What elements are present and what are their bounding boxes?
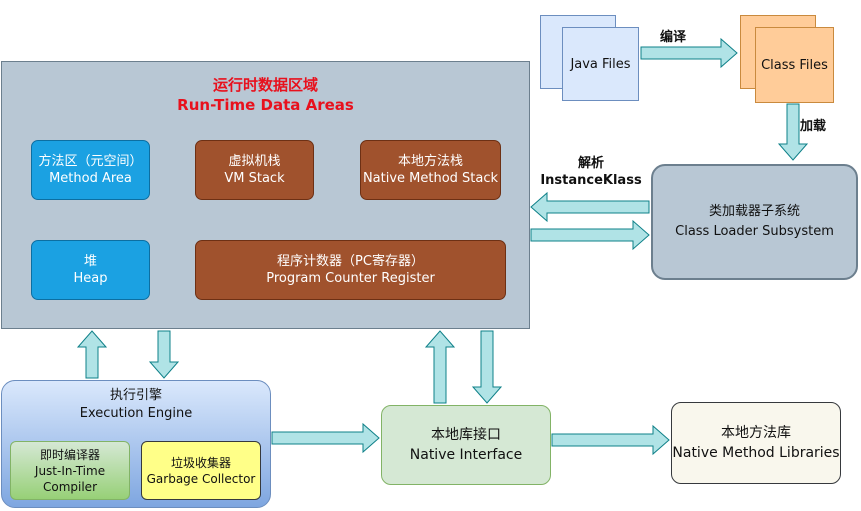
arrow-load [777,103,809,161]
heap-box: 堆 Heap [31,240,150,300]
vm-stack-box: 虚拟机栈 VM Stack [195,140,314,200]
native-stack-zh: 本地方法栈 [397,154,463,169]
gc-en: Garbage Collector [146,471,256,486]
native-stack-box: 本地方法栈 Native Method Stack [360,140,501,200]
class-loader-zh: 类加载器子系统 [708,204,800,219]
runtime-title-zh: 运行时数据区域 [212,76,318,94]
runtime-title: 运行时数据区域 Run-Time Data Areas [1,75,530,115]
parse-label: 解析 InstanceKlass [536,155,646,189]
method-area-zh: 方法区（元空间） [38,154,143,169]
load-label: 加载 [800,119,827,134]
pc-register-box: 程序计数器（PC寄存器） Program Counter Register [195,240,506,300]
arrow-runtime-to-engine [148,330,180,379]
arrow-compile [640,37,738,69]
jit-en2: Compiler [42,479,97,494]
native-libraries-zh: 本地方法库 [721,425,791,441]
heap-zh: 堆 [83,254,97,269]
class-files-box: Class Files [755,27,834,103]
java-files-label: Java Files [570,56,631,72]
execution-engine-zh: 执行引擎 [109,388,162,403]
execution-engine-title: 执行引擎 Execution Engine [1,384,271,426]
native-libraries-box: 本地方法库 Native Method Libraries [671,402,841,484]
vm-stack-zh: 虚拟机栈 [228,154,281,169]
class-loader-en: Class Loader Subsystem [675,224,834,239]
arrow-loader-to-runtime [530,219,650,251]
arrow-parse [530,191,650,223]
pc-register-en: Program Counter Register [266,271,435,286]
native-interface-en: Native Interface [409,447,523,463]
execution-engine-en: Execution Engine [79,406,193,421]
native-stack-en: Native Method Stack [362,171,499,186]
arrow-runtime-to-interface [471,330,503,404]
native-libraries-en: Native Method Libraries [672,445,840,461]
arrow-interface-to-libraries [551,424,670,456]
arrow-engine-to-interface [271,422,380,454]
arrow-interface-to-runtime [424,330,456,404]
class-loader-box: 类加载器子系统 Class Loader Subsystem [651,164,858,280]
method-area-en: Method Area [49,171,132,186]
method-area-box: 方法区（元空间） Method Area [31,140,150,200]
pc-register-zh: 程序计数器（PC寄存器） [277,254,424,269]
arrow-engine-to-runtime [76,330,108,379]
heap-en: Heap [73,271,108,286]
compile-label: 编译 [660,30,687,45]
jit-en1: Just-In-Time [34,463,106,478]
garbage-collector-box: 垃圾收集器 Garbage Collector [141,441,261,500]
java-files-box: Java Files [562,27,639,101]
native-interface-box: 本地库接口 Native Interface [381,405,551,485]
vm-stack-en: VM Stack [224,171,285,186]
jit-zh: 即时编译器 [39,447,100,462]
parse-label-zh: 解析 [577,156,604,171]
jit-compiler-box: 即时编译器 Just-In-Time Compiler [10,441,130,500]
parse-label-en: InstanceKlass [540,173,642,188]
class-files-label: Class Files [761,57,828,73]
native-interface-zh: 本地库接口 [431,427,501,443]
runtime-title-en: Run-Time Data Areas [177,96,354,114]
gc-zh: 垃圾收集器 [170,455,231,470]
